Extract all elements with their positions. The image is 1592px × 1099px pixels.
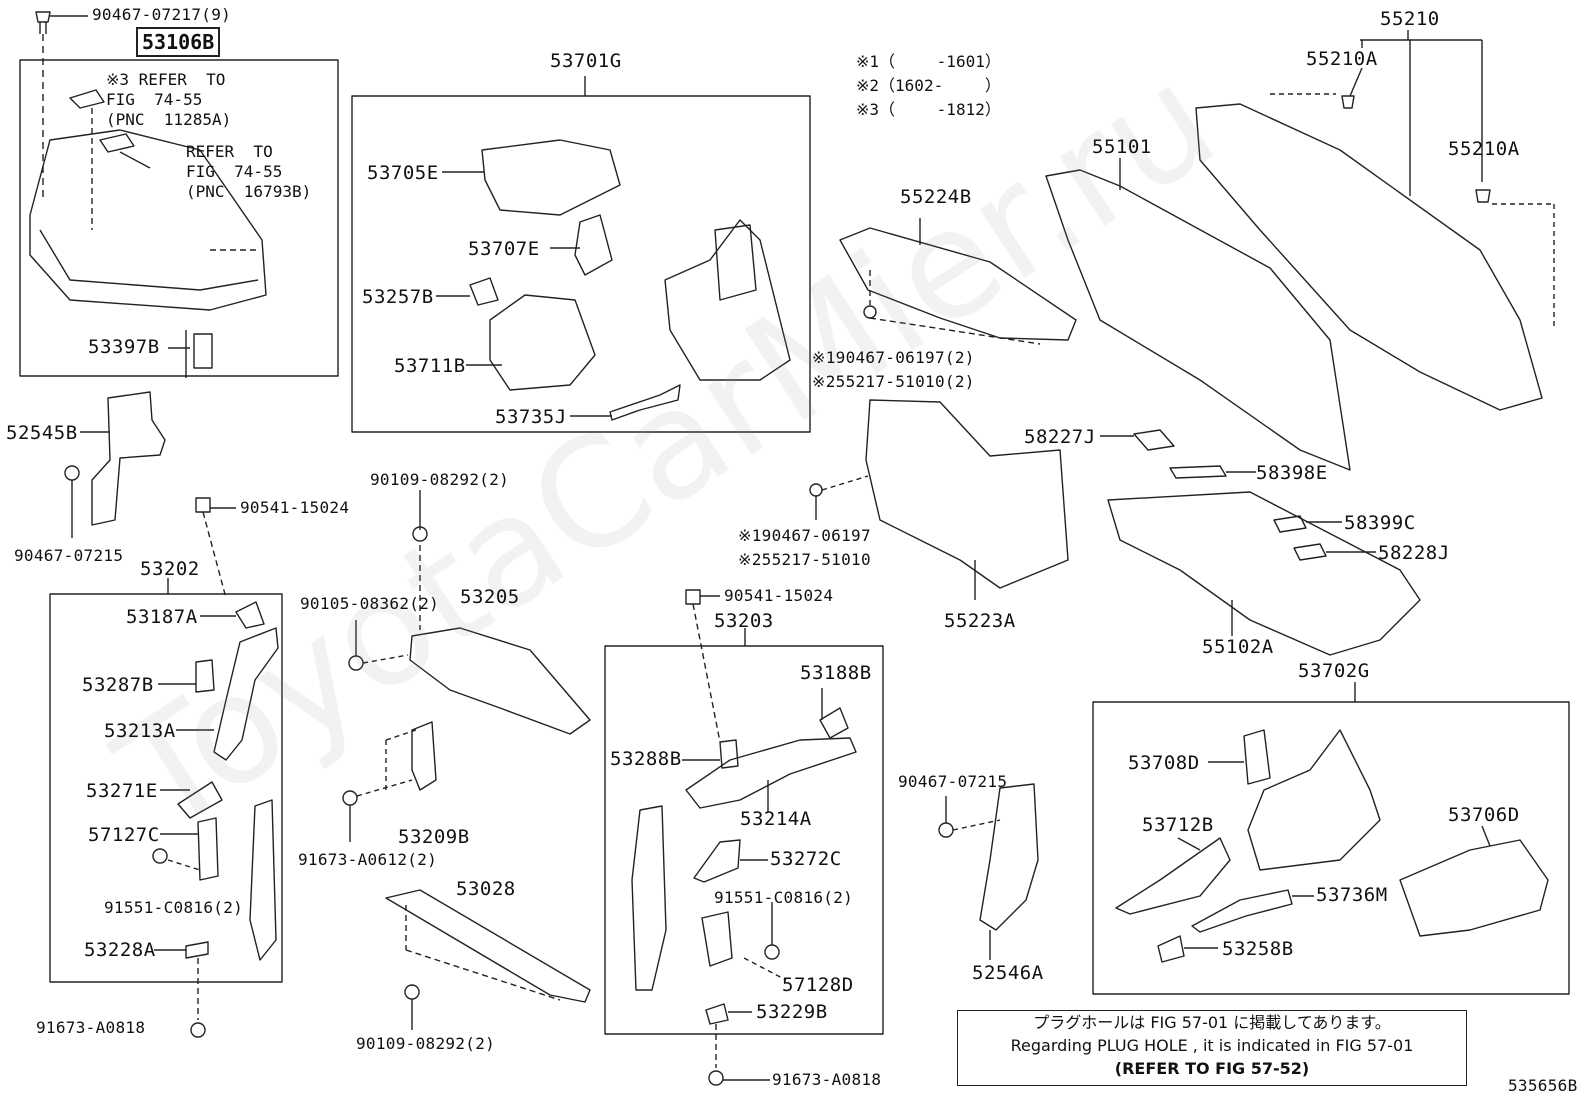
label-55217-51010[interactable]: ※255217-51010 (738, 550, 871, 569)
label-55223A[interactable]: 55223A (944, 610, 1016, 632)
label-53712B[interactable]: 53712B (1142, 814, 1214, 836)
label-55101[interactable]: 55101 (1092, 136, 1152, 158)
label-57128D[interactable]: 57128D (782, 974, 854, 996)
note-2: ※2（1602- ） (856, 76, 1001, 95)
support-group-53203 (631, 589, 857, 1086)
label-55210[interactable]: 55210 (1380, 8, 1440, 30)
refer-note-1: ※3 REFER TO FIG 74-55 (PNC 11285A) (106, 70, 232, 129)
label-53229B[interactable]: 53229B (756, 1001, 828, 1023)
label-90109-08292-top[interactable]: 90109-08292(2) (370, 470, 510, 489)
box-53701G (351, 95, 811, 433)
label-53228A[interactable]: 53228A (84, 939, 156, 961)
bracket-52546A (938, 783, 1039, 960)
support-group-53202 (152, 497, 279, 1038)
box-53702G (1092, 701, 1570, 995)
label-53214A[interactable]: 53214A (740, 808, 812, 830)
label-90105-08362[interactable]: 90105-08362(2) (300, 594, 440, 613)
label-58227J[interactable]: 58227J (1024, 426, 1096, 448)
apron-group-53702G (1115, 682, 1549, 963)
label-53287B[interactable]: 53287B (82, 674, 154, 696)
label-90541-15024-right[interactable]: 90541-15024 (724, 586, 834, 605)
label-53209B[interactable]: 53209B (398, 826, 470, 848)
clip-90467-07217 (35, 11, 88, 200)
label-53701G[interactable]: 53701G (550, 50, 622, 72)
label-91673-A0612[interactable]: 91673-A0612(2) (298, 850, 438, 869)
label-90467-07215-left[interactable]: 90467-07215 (14, 546, 124, 565)
label-53397B[interactable]: 53397B (88, 336, 160, 358)
label-53028[interactable]: 53028 (456, 878, 516, 900)
plug-hole-notice: プラグホールは FIG 57-01 に掲載してあります。 Regarding P… (957, 1010, 1467, 1086)
label-53702G[interactable]: 53702G (1298, 660, 1370, 682)
label-52546A[interactable]: 52546A (972, 962, 1044, 984)
label-53258B[interactable]: 53258B (1222, 938, 1294, 960)
label-53271E[interactable]: 53271E (86, 780, 158, 802)
label-53188B[interactable]: 53188B (800, 662, 872, 684)
refer-note-2: REFER TO FIG 74-55 (PNC 16793B) (186, 142, 312, 201)
label-53706D[interactable]: 53706D (1448, 804, 1520, 826)
notice-en: Regarding PLUG HOLE , it is indicated in… (1010, 1036, 1414, 1055)
label-53735J[interactable]: 53735J (495, 406, 567, 428)
label-53272C[interactable]: 53272C (770, 848, 842, 870)
label-90109-08292-bottom[interactable]: 90109-08292(2) (356, 1034, 496, 1053)
label-53257B[interactable]: 53257B (362, 286, 434, 308)
label-91673-A0818-right[interactable]: 91673-A0818 (772, 1070, 882, 1089)
label-53106B[interactable]: 53106B (136, 27, 221, 57)
label-58228J[interactable]: 58228J (1378, 542, 1450, 564)
label-53213A[interactable]: 53213A (104, 720, 176, 742)
label-58399C[interactable]: 58399C (1344, 512, 1416, 534)
label-53187A[interactable]: 53187A (126, 606, 198, 628)
label-53708D[interactable]: 53708D (1128, 752, 1200, 774)
box-53106B (19, 59, 339, 377)
label-55102A[interactable]: 55102A (1202, 636, 1274, 658)
label-90467-07217[interactable]: 90467-07217(9) (92, 5, 232, 24)
label-58398E[interactable]: 58398E (1256, 462, 1328, 484)
label-53711B[interactable]: 53711B (394, 355, 466, 377)
label-55210A-top[interactable]: 55210A (1306, 48, 1378, 70)
note-3: ※3（ -1812） (856, 100, 1001, 119)
note-1: ※1（ -1601） (856, 52, 1001, 71)
box-53203 (604, 645, 884, 1035)
label-91673-A0818-left[interactable]: 91673-A0818 (36, 1018, 146, 1037)
label-90467-07215-right[interactable]: 90467-07215 (898, 772, 1008, 791)
label-90467-06197-2[interactable]: ※190467-06197(2) (812, 348, 975, 367)
label-53202[interactable]: 53202 (140, 558, 200, 580)
label-53705E[interactable]: 53705E (367, 162, 439, 184)
radiator-cover-53106B (29, 89, 267, 378)
label-55224B[interactable]: 55224B (900, 186, 972, 208)
label-53203[interactable]: 53203 (714, 610, 774, 632)
apron-group-53701G (436, 76, 791, 421)
bracket-52545B (64, 391, 166, 538)
diagram-id: 535656B (1508, 1076, 1578, 1095)
label-57127C[interactable]: 57127C (88, 824, 160, 846)
notice-ref: (REFER TO FIG 57-52) (1114, 1059, 1310, 1078)
dash-panel-group (809, 30, 1555, 656)
label-53288B[interactable]: 53288B (610, 748, 682, 770)
label-53736M[interactable]: 53736M (1316, 884, 1388, 906)
label-90467-06197[interactable]: ※190467-06197 (738, 526, 871, 545)
label-55217-51010-2[interactable]: ※255217-51010(2) (812, 372, 975, 391)
label-53707E[interactable]: 53707E (468, 238, 540, 260)
label-52545B[interactable]: 52545B (6, 422, 78, 444)
label-91551-C0816-left[interactable]: 91551-C0816(2) (104, 898, 244, 917)
notice-jp: プラグホールは FIG 57-01 に掲載してあります。 (1033, 1013, 1391, 1032)
label-91551-C0816-right[interactable]: 91551-C0816(2) (714, 888, 854, 907)
label-90541-15024-left[interactable]: 90541-15024 (240, 498, 350, 517)
label-55210A-right[interactable]: 55210A (1448, 138, 1520, 160)
label-53205[interactable]: 53205 (460, 586, 520, 608)
box-53202 (49, 593, 283, 983)
crossmember-group-53205 (342, 490, 591, 1030)
